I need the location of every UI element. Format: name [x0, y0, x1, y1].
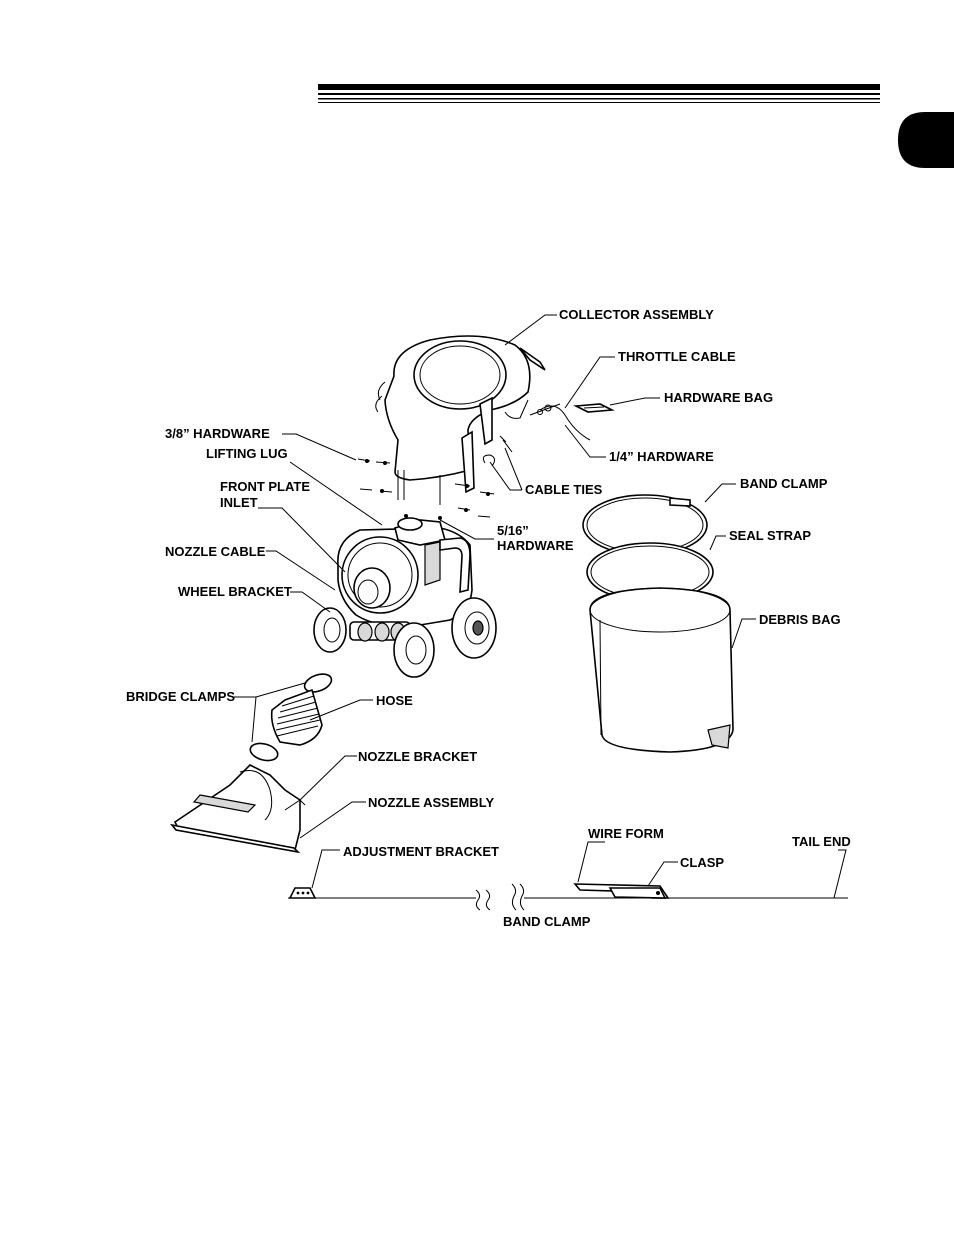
- debris-bag-part: [589, 587, 734, 753]
- label-nozzle-assembly: NOZZLE ASSEMBLY: [368, 795, 494, 810]
- nozzle-part: [170, 764, 306, 854]
- label-hardware-14: 1/4” HARDWARE: [609, 449, 714, 464]
- label-cable-ties: CABLE TIES: [525, 482, 603, 497]
- label-hose: HOSE: [376, 693, 413, 708]
- label-hardware-516-b: HARDWARE: [497, 538, 574, 553]
- blower-unit: [313, 517, 497, 678]
- label-hardware-38: 3/8” HARDWARE: [165, 426, 270, 441]
- label-wheel-bracket: WHEEL BRACKET: [178, 584, 292, 599]
- leader-lines: [234, 314, 847, 899]
- hardware-fasteners: [357, 458, 495, 520]
- throttle-cable-part: [529, 403, 591, 441]
- label-hardware-bag: HARDWARE BAG: [664, 390, 773, 405]
- collector-assembly: [375, 335, 546, 505]
- label-debris-bag: DEBRIS BAG: [759, 612, 841, 627]
- label-nozzle-bracket: NOZZLE BRACKET: [358, 749, 477, 764]
- label-hardware-516-a: 5/16”: [497, 523, 529, 538]
- callout-labels: COLLECTOR ASSEMBLY THROTTLE CABLE HARDWA…: [126, 307, 851, 929]
- label-collector-assembly: COLLECTOR ASSEMBLY: [559, 307, 714, 322]
- label-wire-form: WIRE FORM: [588, 826, 664, 841]
- label-nozzle-cable: NOZZLE CABLE: [165, 544, 266, 559]
- chapter-tab: [898, 112, 954, 168]
- hose-part: [249, 673, 333, 762]
- header-rule: [318, 84, 880, 103]
- label-seal-strap: SEAL STRAP: [729, 528, 811, 543]
- label-band-clamp-bottom: BAND CLAMP: [503, 914, 591, 929]
- label-band-clamp-top: BAND CLAMP: [740, 476, 828, 491]
- cable-ties-part: [482, 435, 513, 467]
- label-tail-end: TAIL END: [792, 834, 851, 849]
- label-inlet: INLET: [220, 495, 258, 510]
- label-bridge-clamps: BRIDGE CLAMPS: [126, 689, 235, 704]
- label-adjustment-bracket: ADJUSTMENT BRACKET: [343, 844, 499, 859]
- hardware-bag-part: [573, 403, 615, 413]
- band-clamp-detail: [288, 883, 848, 911]
- label-throttle-cable: THROTTLE CABLE: [618, 349, 736, 364]
- label-clasp: CLASP: [680, 855, 724, 870]
- label-lifting-lug: LIFTING LUG: [206, 446, 288, 461]
- label-front-plate: FRONT PLATE: [220, 479, 310, 494]
